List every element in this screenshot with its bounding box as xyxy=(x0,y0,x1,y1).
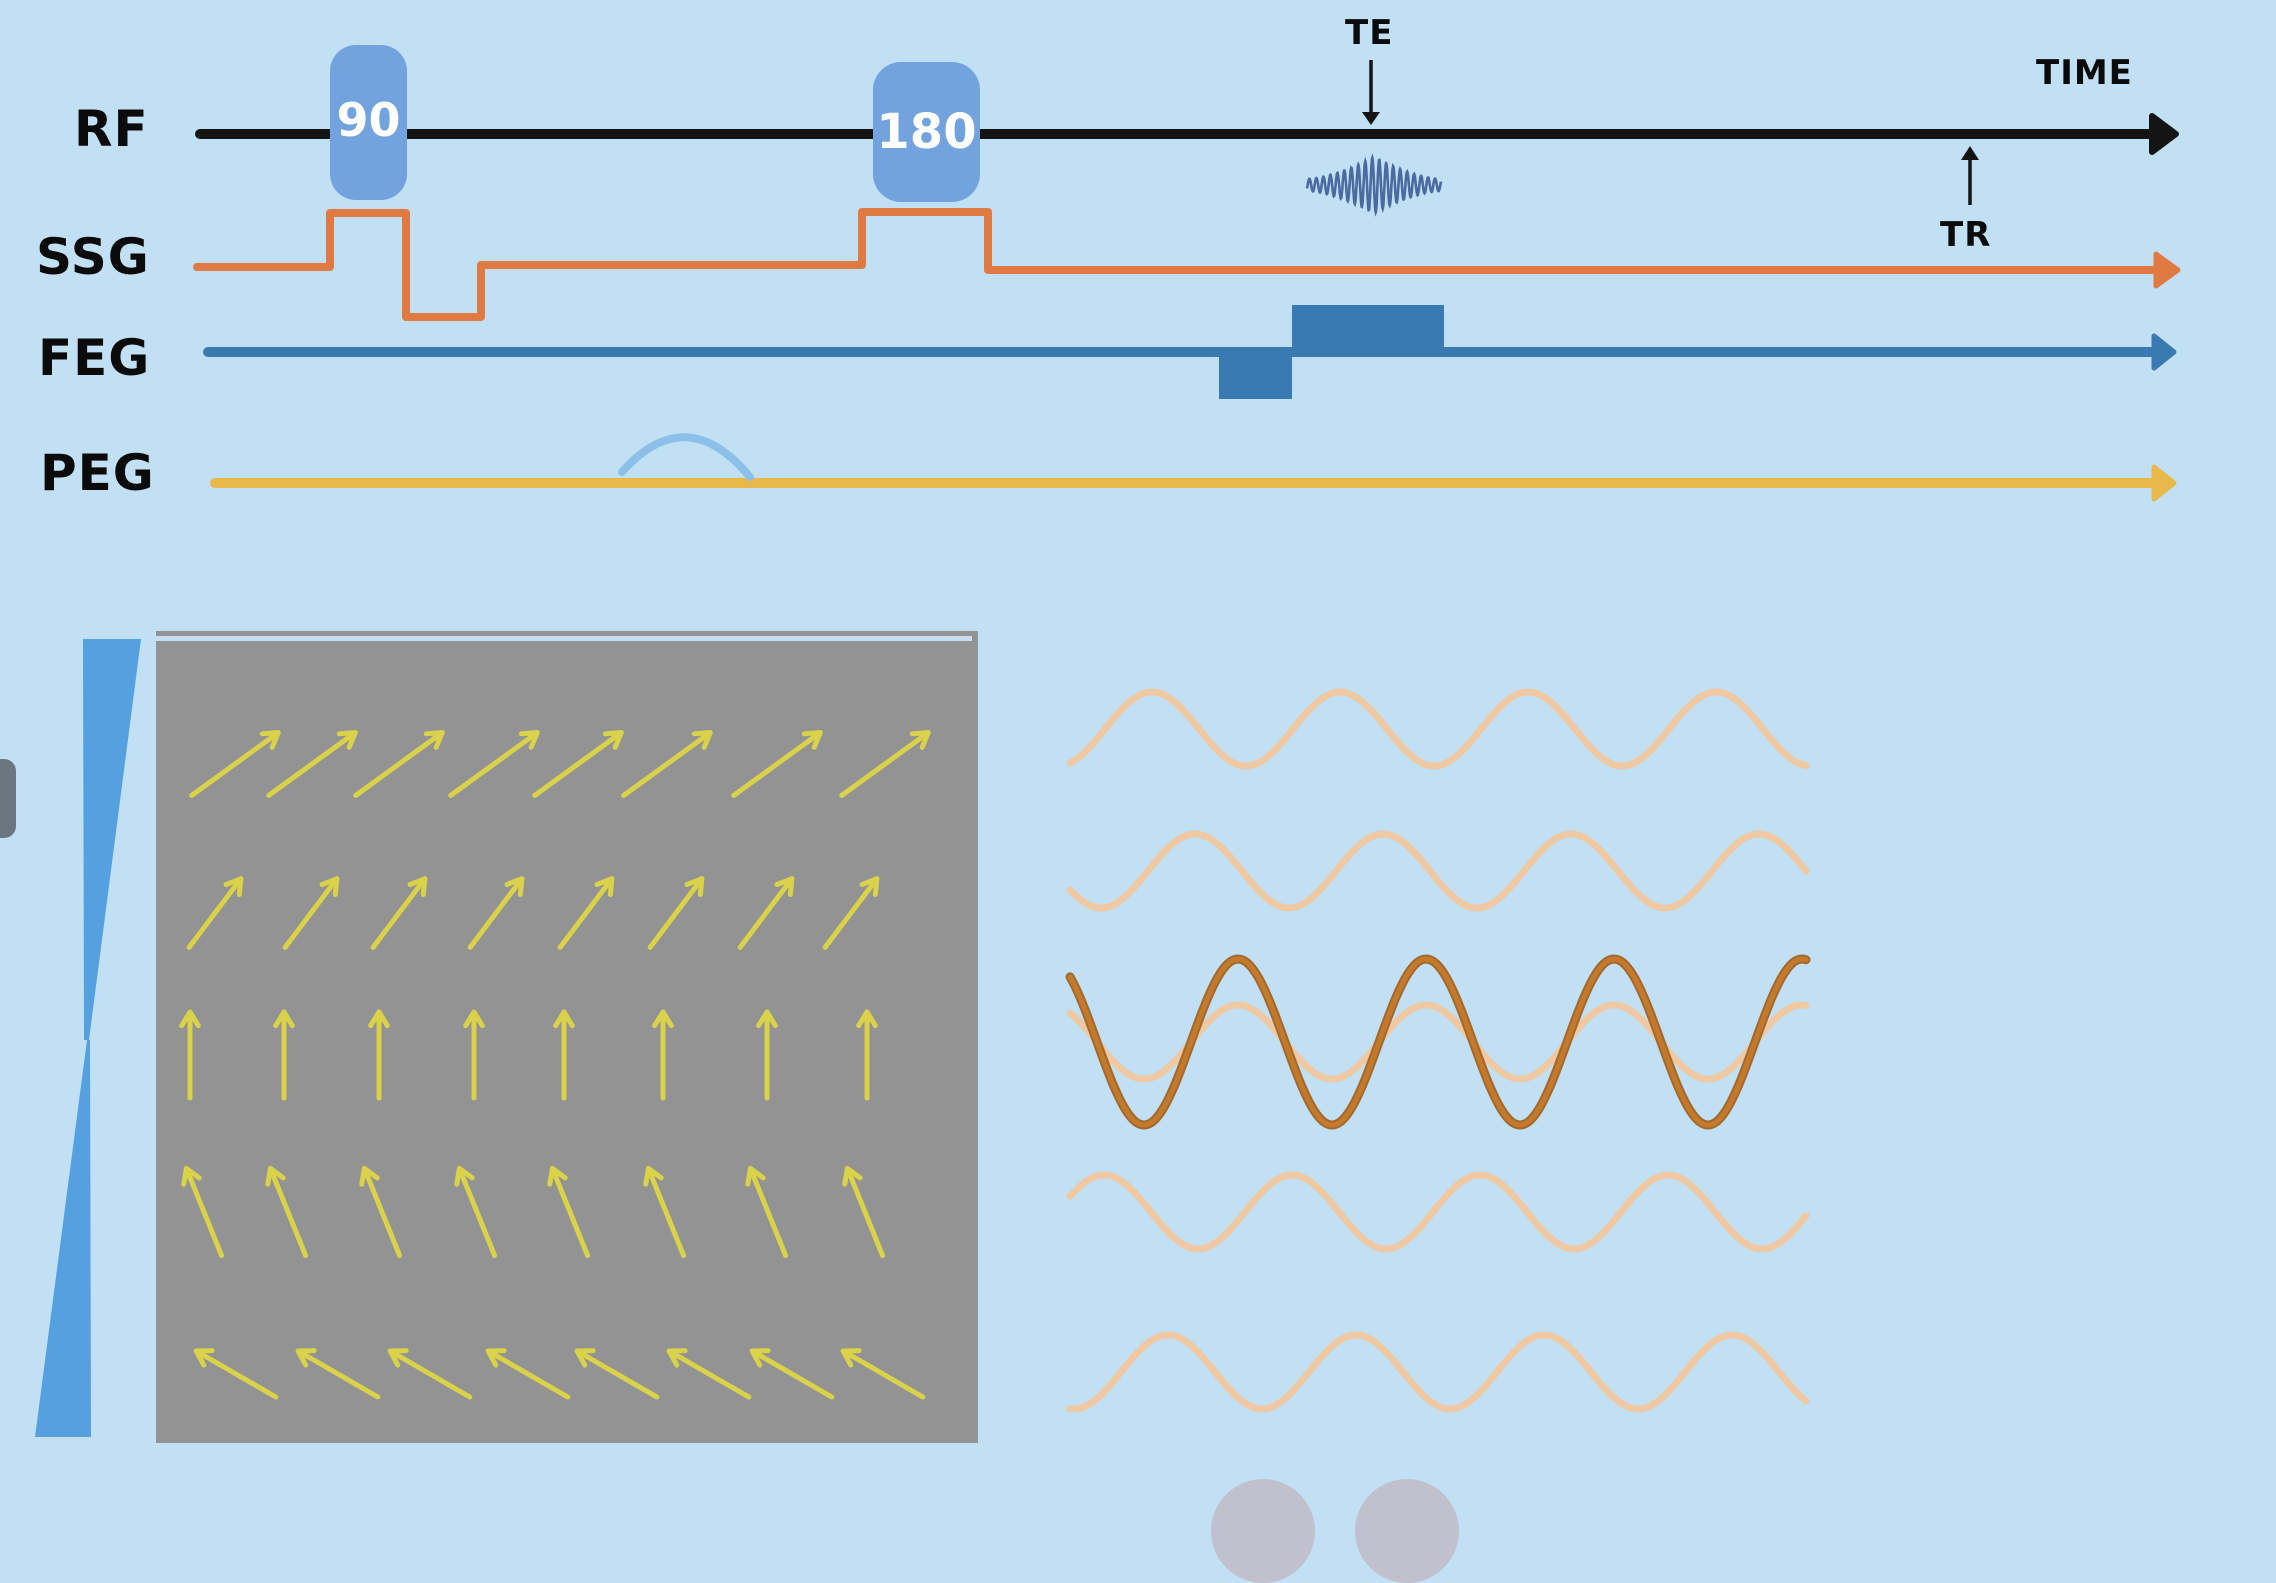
phase-wave xyxy=(1066,1171,1810,1253)
bottom-circle-left xyxy=(1211,1479,1315,1583)
pulse-sequence-lines xyxy=(193,60,2181,502)
spin-arrow xyxy=(621,730,713,798)
spin-arrow xyxy=(532,730,624,798)
spin-arrow xyxy=(387,1348,473,1400)
tr-arrowhead xyxy=(1961,146,1979,160)
spin-arrow xyxy=(353,730,445,798)
rf-pulse-180: 180 xyxy=(873,62,980,202)
spin-arrow xyxy=(359,1165,403,1259)
feg-readout-lobe xyxy=(1292,305,1444,352)
spin-arrow xyxy=(839,730,931,798)
spin-arrow xyxy=(485,1348,571,1400)
peg-lobe xyxy=(618,433,754,481)
ssg-row-label: SSG xyxy=(36,228,150,286)
rf-row-label: RF xyxy=(74,100,149,158)
te-arrowhead xyxy=(1362,112,1380,125)
spin-arrow xyxy=(749,1348,835,1400)
spin-arrow xyxy=(547,1165,591,1259)
spin-arrow xyxy=(370,876,428,950)
phase-wave xyxy=(1066,1331,1810,1413)
rf-pulse-90: 90 xyxy=(330,45,407,200)
spin-arrow xyxy=(266,730,358,798)
phase-waves xyxy=(1065,688,1811,1413)
spin-arrow xyxy=(731,730,823,798)
gradient-wedge xyxy=(35,639,141,1437)
spin-arrow xyxy=(448,730,540,798)
spin-arrow xyxy=(186,876,244,950)
side-panel-handle[interactable] xyxy=(0,759,16,838)
spin-arrow xyxy=(179,1009,201,1101)
spin-arrow xyxy=(574,1348,660,1400)
spin-arrow xyxy=(368,1009,390,1101)
bottom-circle-right xyxy=(1355,1479,1459,1583)
spin-arrow xyxy=(189,730,281,798)
peg-row-label: PEG xyxy=(40,444,155,502)
spin-arrow xyxy=(553,1009,575,1101)
spin-arrow xyxy=(840,1348,926,1400)
spin-arrow xyxy=(666,1348,752,1400)
spin-arrow xyxy=(463,1009,485,1101)
te-label: TE xyxy=(1345,13,1394,53)
ssg-gradient-line xyxy=(193,208,2164,321)
tr-label: TR xyxy=(1940,215,1992,255)
spin-arrows xyxy=(179,730,931,1400)
spin-arrow xyxy=(282,876,340,950)
summed-wave xyxy=(1067,956,1809,1128)
time-axis-label: TIME xyxy=(2036,53,2133,93)
spin-arrow xyxy=(454,1165,498,1259)
spin-arrow xyxy=(842,1165,886,1259)
spin-arrow xyxy=(295,1348,381,1400)
spin-arrow xyxy=(745,1165,789,1259)
spin-arrow xyxy=(193,1348,279,1400)
echo-signal xyxy=(1305,153,1443,217)
panel-top-strip xyxy=(156,636,972,641)
peg-arrowhead xyxy=(2151,464,2177,502)
spin-phase-panel xyxy=(156,631,978,1443)
phase-wave xyxy=(1066,688,1810,770)
gradient-wedge-upper xyxy=(83,639,141,1040)
spin-arrow xyxy=(647,876,705,950)
spin-arrow xyxy=(557,876,615,950)
spin-arrow xyxy=(822,876,880,950)
spin-arrow xyxy=(856,1009,878,1101)
rf-arrowhead xyxy=(2149,113,2179,155)
spin-arrow xyxy=(652,1009,674,1101)
spin-arrow xyxy=(273,1009,295,1101)
spin-arrow xyxy=(756,1009,778,1101)
spin-arrow xyxy=(737,876,795,950)
spin-arrow xyxy=(643,1165,687,1259)
spin-arrow xyxy=(467,876,525,950)
ssg-arrowhead xyxy=(2153,251,2181,289)
feg-row-label: FEG xyxy=(38,329,151,387)
gradient-wedge-lower xyxy=(35,1040,91,1437)
feg-arrowhead xyxy=(2151,333,2177,371)
phase-wave xyxy=(1066,830,1810,912)
spin-arrow xyxy=(265,1165,309,1259)
spin-arrow xyxy=(181,1165,225,1259)
feg-dephase-lobe xyxy=(1219,352,1292,399)
summed-wave-outline xyxy=(1065,954,1811,1130)
